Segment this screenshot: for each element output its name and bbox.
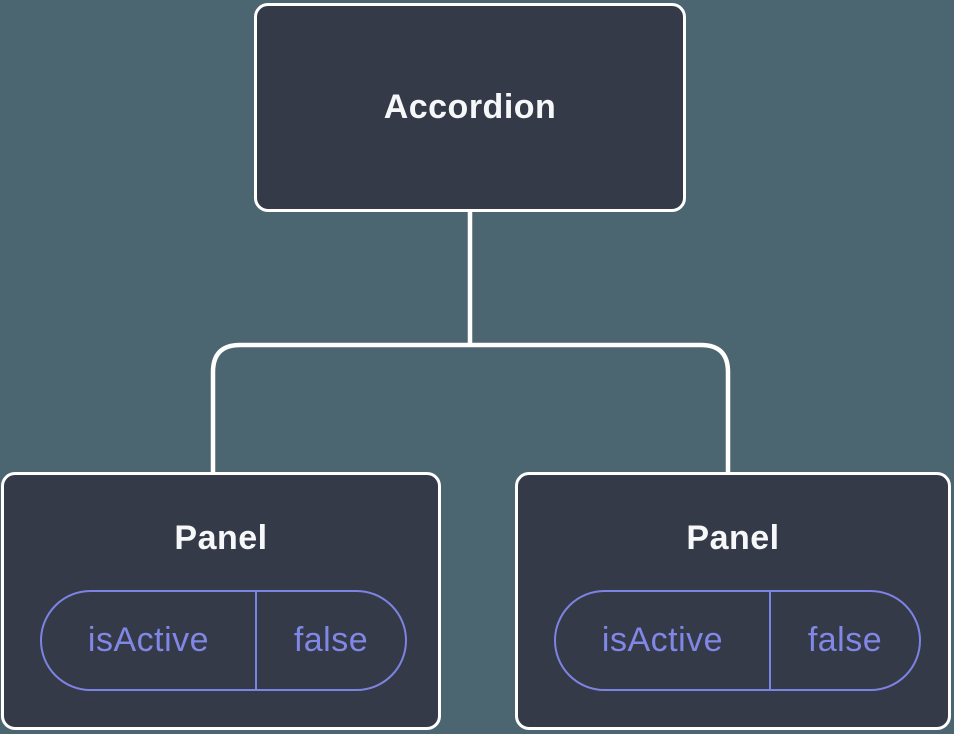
node-panel-right-label: Panel [686,519,780,557]
state-key-left: isActive [42,592,257,689]
state-key-right: isActive [556,592,771,689]
state-pill-left: isActive false [40,590,407,691]
node-panel-left: Panel isActive false [1,472,441,730]
node-panel-right: Panel isActive false [515,472,951,730]
node-panel-left-label: Panel [174,519,268,557]
node-accordion-label: Accordion [383,88,557,126]
node-accordion: Accordion [254,3,686,212]
connector-branch [210,342,731,474]
state-pill-right: isActive false [554,590,921,691]
state-value-left: false [293,621,369,659]
state-value-right: false [807,621,883,659]
